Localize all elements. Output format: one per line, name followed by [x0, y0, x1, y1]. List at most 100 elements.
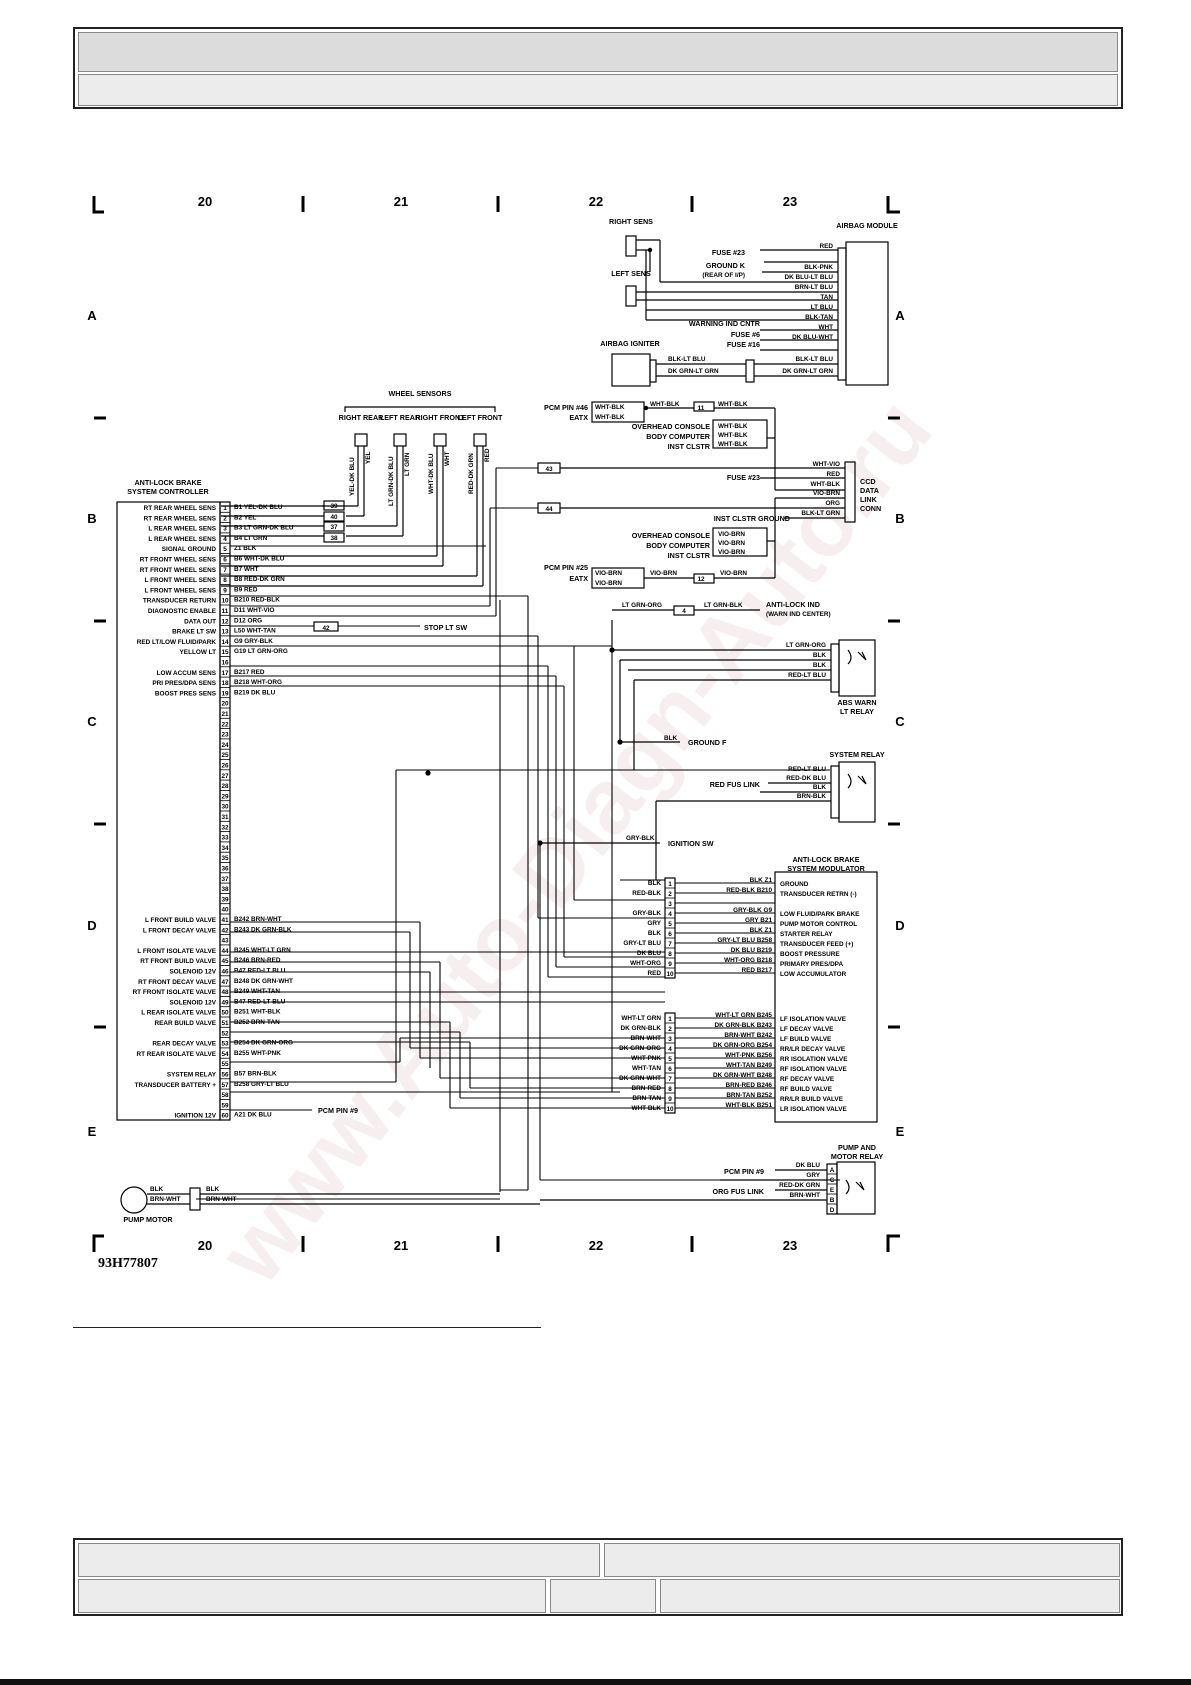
wire-label: BLK-LT BLU [795, 356, 833, 363]
sensor-group-label: LEFT REAR [380, 413, 421, 422]
controller-pin-wire: B245 WHT-LT GRN [234, 947, 291, 954]
corner-mark-tl [92, 196, 104, 214]
controller-pin-wire: B242 BRN-WHT [234, 916, 282, 923]
corner-mark-br [886, 1234, 900, 1252]
body-computer-label: BODY COMPUTER [646, 541, 711, 550]
wire-label: LT GRN-ORG [786, 642, 826, 649]
pin-number: 19 [221, 690, 229, 697]
pin-number: 20 [221, 701, 229, 708]
controller-pin-label: DIAGNOSTIC ENABLE [148, 608, 217, 615]
pin-number: 30 [221, 804, 229, 811]
airbag-igniter-box [611, 353, 651, 387]
pin-number: 32 [221, 824, 229, 831]
pin-number: 46 [221, 969, 229, 976]
connector-pin-number: 9 [668, 961, 672, 968]
controller-pin-label: RED LT/LOW FLUID/PARK [137, 639, 217, 646]
airbag-module-title: AIRBAG MODULE [836, 221, 898, 230]
wire-label: RED-LT BLU [788, 766, 826, 773]
wire-label: BRN-LT BLU [795, 284, 834, 291]
pump-motor-label: PUMP MOTOR [123, 1215, 173, 1224]
wire-label: VIO-BRN [718, 549, 745, 556]
controller-harness [196, 467, 840, 1200]
wire-label: WHT-LT GRN [621, 1015, 661, 1022]
wire-label: RED-BLK [632, 890, 661, 897]
pin-number: 1 [223, 505, 227, 512]
controller-pin-label: RT FRONT WHEEL SENS [140, 557, 217, 564]
modulator-function-label: PRIMARY PRES/DPA [780, 961, 843, 968]
connector-pin-number: 3 [668, 901, 672, 908]
controller-pin-label: SOLENOID 12V [169, 969, 216, 976]
splice-42 [313, 621, 339, 632]
splice-11 [693, 401, 715, 412]
fuse-16-label: FUSE #16 [727, 340, 760, 349]
wheel-sensor-labels: WHEEL SENSORS RIGHT REAR LEFT REAR RIGHT… [330, 389, 503, 542]
pin-number: 59 [221, 1102, 229, 1109]
controller-pin-wire: B251 WHT-BLK [234, 1009, 281, 1016]
modulator-function-label: GROUND [780, 881, 809, 888]
modulator-function-label: LOW FLUID/PARK BRAKE [780, 911, 860, 918]
modulator-function-label: RF DECAY VALVE [780, 1076, 835, 1083]
connector-pin-number: 7 [668, 941, 672, 948]
connector-pin-number: 8 [668, 951, 672, 958]
wire-label: WHT-TAN B249 [726, 1062, 772, 1069]
junction-dot [425, 770, 431, 776]
wire-label: BLK [813, 662, 827, 669]
wire-label: DK GRN-WHT [619, 1075, 661, 1082]
warn-relay-title: ABS WARN [837, 698, 876, 707]
warning-ind-label: WARNING IND CNTR [689, 319, 761, 328]
pin-number: 2 [223, 515, 227, 522]
wire-label: RED-DK GRN [468, 453, 475, 494]
wire-label: LT GRN-DK BLU [388, 456, 395, 506]
grid-labels: 20 21 22 23 20 21 22 23 A B C D E A B C … [87, 194, 905, 1253]
connector-pin-number: 7 [668, 1076, 672, 1083]
modulator-function-label: LF ISOLATION VALVE [780, 1016, 847, 1023]
controller-pin-label: SOLENOID 12V [169, 999, 216, 1006]
controller-labels: ANTI-LOCK BRAKE SYSTEM CONTROLLER [127, 478, 209, 496]
connector-pin-number: 8 [668, 1086, 672, 1093]
controller-pin-label: PRI PRES/DPA SENS [152, 680, 216, 687]
controller-pin-wire: B218 WHT-ORG [234, 679, 282, 686]
connector-pin-number: 5 [668, 921, 672, 928]
controller-pin-label: REAR BUILD VALVE [154, 1020, 216, 1027]
pin-number: 25 [221, 752, 229, 759]
controller-pin-label: TRANSDUCER RETURN [143, 598, 217, 605]
controller-pin-wire: Z1 BLK [234, 545, 257, 552]
row-label: C [87, 714, 97, 729]
controller-pin-label: IGNITION 12V [174, 1113, 216, 1120]
modulator-function-label: PUMP MOTOR CONTROL [780, 921, 857, 928]
pin-number: 45 [221, 958, 229, 965]
wire-label: WHT-BLK [650, 401, 680, 408]
connector-pin-number: 2 [668, 891, 672, 898]
wire-label: DK GRN-ORG [619, 1045, 661, 1052]
sensor-connector-rr [354, 433, 368, 447]
controller-pin-wire: B6 WHT-DK BLU [234, 556, 285, 563]
junction-dot [647, 247, 653, 253]
wire-label: WHT-PNK [631, 1055, 661, 1062]
controller-pin-wire: B4 LT GRN [234, 535, 268, 542]
pin-number: 10 [221, 598, 229, 605]
red-fus-link-label: RED FUS LINK [710, 780, 761, 789]
col-label: 23 [783, 1238, 797, 1253]
pin-number: 9 [223, 587, 227, 594]
controller-pin-label: RT FRONT ISOLATE VALVE [133, 989, 217, 996]
wire-label: VIO-BRN [595, 580, 622, 587]
pump-motor-section [120, 1186, 540, 1214]
controller-pin-label: L FRONT DECAY VALVE [143, 927, 217, 934]
connector-pin-number: 6 [668, 931, 672, 938]
controller-pin-wire: B2 YEL [234, 514, 256, 521]
wire-label: LT GRN-ORG [622, 602, 662, 609]
controller-pin-label: RT REAR WHEEL SENS [144, 515, 217, 522]
splice-43-label: 43 [545, 466, 553, 473]
ccd-data-link-conn [844, 461, 856, 523]
wire-label: BLK [813, 784, 827, 791]
ground-k-label: GROUND K [706, 261, 746, 270]
pin-number: 12 [221, 618, 229, 625]
right-sens-label: RIGHT SENS [609, 217, 653, 226]
wire-label: DK BLU-WHT [792, 334, 833, 341]
wire-label: DK GRN-BLK B243 [714, 1022, 772, 1029]
org-fus-link-label: ORG FUS LINK [712, 1187, 764, 1196]
